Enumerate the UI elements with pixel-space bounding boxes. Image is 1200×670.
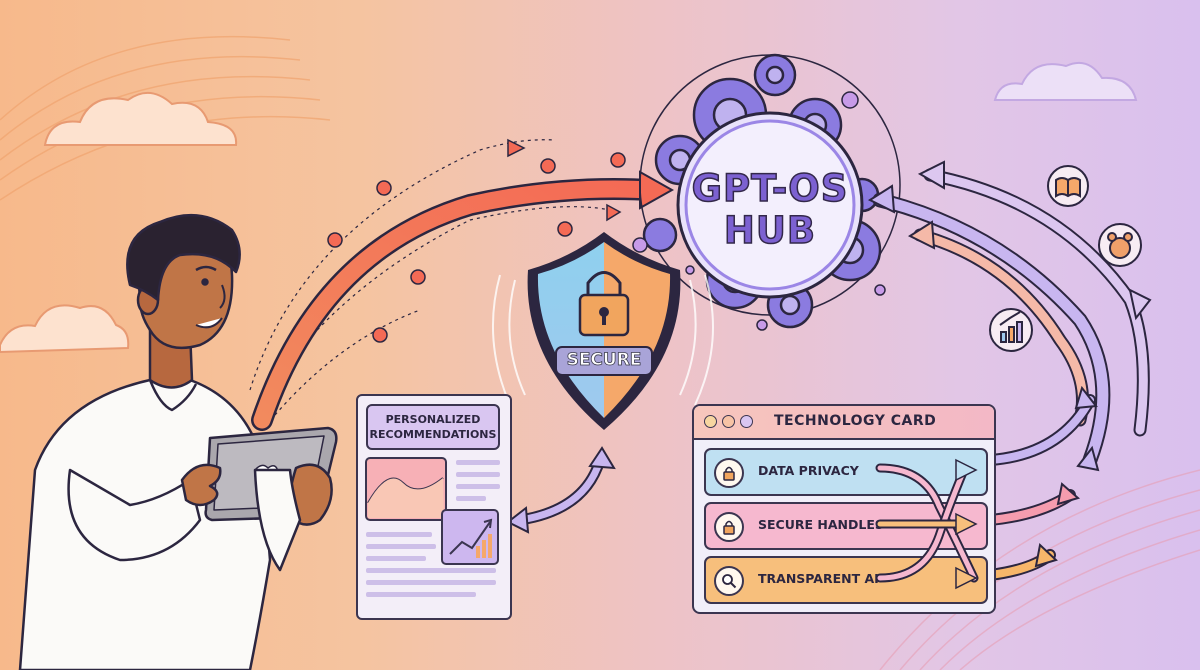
flow-arrows-right [872,168,1150,581]
lock-icon [714,512,744,542]
row-transparent-ai: TRANSPARENT AI [704,556,988,604]
hub-title-line1: GPT-OS [691,167,849,211]
window-dot [704,415,717,428]
row-data-privacy: DATA PRIVACY [704,448,988,496]
cloud-icon [0,304,130,354]
hub-title: GPT-OS HUB [685,167,855,253]
row-label: TRANSPARENT AI [758,571,879,586]
hub-title-line2: HUB [723,209,817,253]
technology-card: TECHNOLOGY CARD DATA PRIVACY SECURE HAND… [692,404,996,614]
recommendation-content [365,457,500,597]
person-illustration [18,213,338,670]
connector-arrow [516,456,604,524]
technology-card-title: TECHNOLOGY CARD [774,413,937,429]
recommendations-title: PERSONALIZED RECOMMENDATIONS [366,404,500,450]
growth-chart-icon [989,308,1033,352]
teddy-bear-icon [1098,223,1142,267]
magnifier-icon [714,566,744,596]
cloud-icon [993,62,1138,101]
window-dot [740,415,753,428]
technology-card-header: TECHNOLOGY CARD [694,406,994,440]
flow-arrow-orange [253,180,659,429]
recommendations-panel: PERSONALIZED RECOMMENDATIONS [356,394,512,620]
window-dot [722,415,735,428]
arrow-head-icon [588,446,616,470]
row-label: SECURE HANDLES [758,517,884,532]
book-icon [1047,165,1089,207]
trail-nodes [315,138,626,343]
arrow-head-icon [506,506,530,534]
row-secure-handles: SECURE HANDLES [704,502,988,550]
lock-icon [714,458,744,488]
dotted-trails [249,139,611,416]
cloud-icon [43,92,238,146]
shield-icon [491,232,714,430]
arrow-head-icon [867,160,1152,568]
gears-cluster [639,53,901,329]
secure-label: SECURE [566,350,642,371]
hub-dots [632,91,886,331]
row-label: DATA PRIVACY [758,463,859,478]
